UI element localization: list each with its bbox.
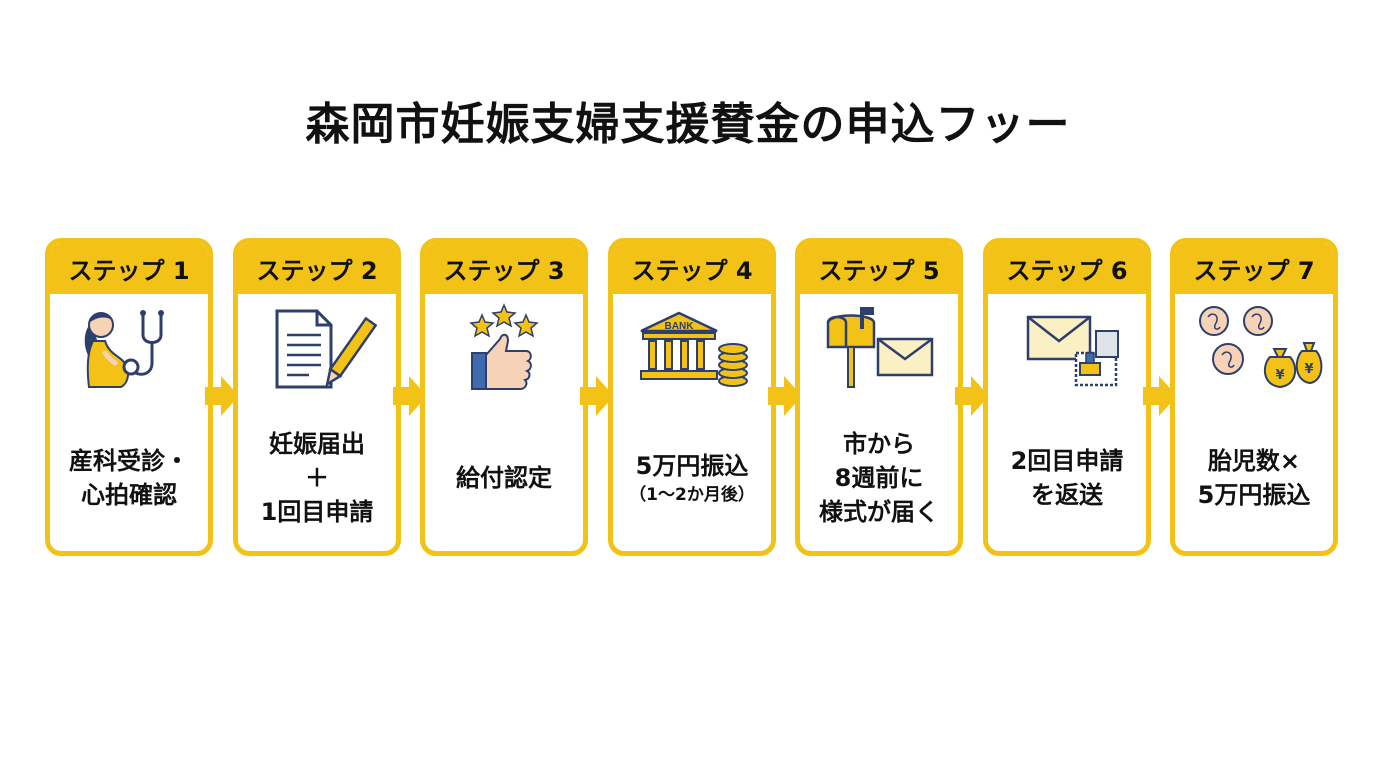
pregnant-woman-stethoscope-icon — [50, 294, 208, 404]
step-text-line: 胎児数× — [1207, 447, 1301, 475]
step-text-line: 5万円振込 — [635, 452, 749, 480]
step-card-3: ステップ 3 給付認定 — [420, 238, 588, 556]
mailbox-envelope-icon — [800, 294, 958, 404]
yen-symbol: ¥ — [1304, 362, 1313, 377]
step-card-5: ステップ 5 市から 8週前に 様式が届く — [795, 238, 963, 556]
arrow-right-icon — [205, 376, 239, 416]
step-text-line: 心拍確認 — [81, 481, 177, 509]
arrow-right-icon — [393, 376, 427, 416]
step-text-line: 妊娠届出 — [269, 430, 365, 458]
step-description: 妊娠届出 ＋ 1回目申請 — [238, 404, 396, 551]
arrow-right-icon — [1143, 376, 1177, 416]
step-header: ステップ 3 — [425, 243, 583, 294]
step-text-line: 様式が届く — [819, 498, 939, 526]
step-header: ステップ 4 — [613, 243, 771, 294]
step-description: 胎児数× 5万円振込 — [1175, 404, 1333, 551]
step-text-line: 給付認定 — [456, 464, 552, 492]
document-pen-icon — [238, 294, 396, 404]
step-text-line: 5万円振込 — [1197, 481, 1311, 509]
thumbs-up-stars-icon — [425, 294, 583, 404]
arrow-right-icon — [580, 376, 614, 416]
step-header: ステップ 5 — [800, 243, 958, 294]
step-description: 2回目申請 を返送 — [988, 404, 1146, 551]
fetus-money-bags-icon: ¥ ¥ — [1175, 294, 1333, 404]
step-text-line: 8週前に — [834, 464, 924, 492]
step-card-6: ステップ 6 2回目申請 を返送 — [983, 238, 1151, 556]
step-text-line: 2回目申請 — [1010, 447, 1124, 475]
page-title: 森岡市妊娠支婦支援賛金の申込フッー — [305, 99, 1071, 150]
arrow-right-icon — [955, 376, 989, 416]
step-description: 市から 8週前に 様式が届く — [800, 404, 958, 551]
step-card-4: ステップ 4 BANK 5万円振込 （1〜2か月後） — [608, 238, 776, 556]
step-header: ステップ 1 — [50, 243, 208, 294]
step-text-line: ＋ — [305, 464, 329, 492]
step-header: ステップ 6 — [988, 243, 1146, 294]
step-header: ステップ 2 — [238, 243, 396, 294]
step-text-line: 1回目申請 — [260, 498, 374, 526]
step-header: ステップ 7 — [1175, 243, 1333, 294]
step-text-line: 市から — [843, 430, 915, 458]
step-card-1: ステップ 1 産科受診・ 心拍確認 — [45, 238, 213, 556]
step-subtext: （1〜2か月後） — [629, 485, 755, 505]
step-card-2: ステップ 2 妊娠届出 ＋ 1回目申請 — [233, 238, 401, 556]
step-text-line: を返送 — [1031, 481, 1103, 509]
step-text-line: 産科受診・ — [69, 447, 189, 475]
step-description: 5万円振込 （1〜2か月後） — [613, 404, 771, 551]
yen-symbol: ¥ — [1275, 368, 1284, 383]
bank-label: BANK — [665, 321, 695, 332]
arrow-right-icon — [768, 376, 802, 416]
step-description: 給付認定 — [425, 404, 583, 551]
step-card-7: ステップ 7 ¥ ¥ 胎児数× 5万円振込 — [1170, 238, 1338, 556]
envelope-stamp-icon — [988, 294, 1146, 404]
step-description: 産科受診・ 心拍確認 — [50, 404, 208, 551]
bank-coins-icon: BANK — [613, 294, 771, 404]
